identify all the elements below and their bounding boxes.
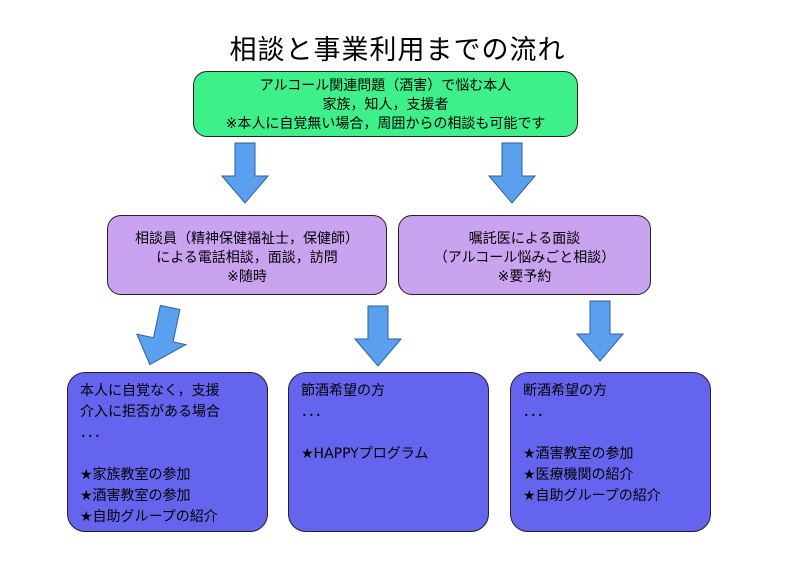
arrow-down-icon — [488, 142, 536, 204]
bottom-2-line — [301, 423, 488, 444]
bottom-2-line: ．．． — [301, 404, 329, 420]
bottom-1-line: ★酒害教室の参加 — [80, 488, 191, 504]
mid-right-line: 嘱託医による面談 — [468, 231, 581, 247]
top-box-line: アルコール関連問題（酒害）で悩む本人 — [259, 78, 512, 94]
diagram-title: 相談と事業利用までの流れ — [229, 35, 566, 66]
mid-left-line: による電話相談，面談，訪問 — [156, 250, 338, 266]
bottom-1-line: 介入に拒否がある場合 — [80, 404, 220, 420]
mid-box-doctor: 嘱託医による面談 （アルコール悩みごと相談） ※要予約 — [398, 215, 651, 295]
arrow-down-icon — [354, 305, 402, 367]
arrow-down-icon — [221, 142, 269, 204]
bottom-3-line: ★医療機関の紹介 — [523, 467, 634, 483]
bottom-3-line: 断酒希望の方 — [523, 383, 607, 399]
bottom-box-moderation: 節酒希望の方 ．．． ★HAPPYプログラム — [288, 372, 489, 532]
bottom-3-line — [523, 423, 710, 444]
bottom-1-line: ★自助グループの紹介 — [80, 509, 218, 525]
bottom-box-abstinence: 断酒希望の方 ．．． ★酒害教室の参加 ★医療機関の紹介 ★自助グループの紹介 — [510, 372, 711, 532]
mid-right-line: （アルコール悩みごと相談） — [433, 250, 616, 266]
bottom-box-no-awareness: 本人に自覚なく，支援 介入に拒否がある場合 ．．． ★家族教室の参加 ★酒害教室… — [67, 372, 268, 532]
bottom-1-line: 本人に自覚なく，支援 — [80, 383, 220, 399]
top-box-line: 家族，知人，支援者 — [322, 97, 449, 113]
bottom-1-line: ．．． — [80, 425, 108, 441]
bottom-1-line — [80, 444, 267, 465]
bottom-3-line: ★酒害教室の参加 — [523, 446, 634, 462]
bottom-1-line: ★家族教室の参加 — [80, 467, 191, 483]
top-box-consulters: アルコール関連問題（酒害）で悩む本人 家族，知人，支援者 ※本人に自覚無い場合，… — [193, 71, 578, 137]
bottom-3-line: ．．． — [523, 404, 551, 420]
bottom-2-line: ★HAPPYプログラム — [301, 446, 429, 462]
top-box-line: ※本人に自覚無い場合，周囲からの相談も可能です — [225, 116, 546, 132]
bottom-3-line: ★自助グループの紹介 — [523, 488, 661, 504]
mid-right-line: ※要予約 — [497, 269, 552, 285]
arrow-down-left-icon — [136, 305, 188, 366]
mid-left-line: ※随時 — [227, 269, 267, 285]
arrow-down-icon — [576, 300, 624, 362]
mid-left-line: 相談員（精神保健福祉士，保健師） — [135, 231, 359, 247]
mid-box-counselor: 相談員（精神保健福祉士，保健師） による電話相談，面談，訪問 ※随時 — [107, 215, 387, 295]
bottom-2-line: 節酒希望の方 — [301, 383, 385, 399]
